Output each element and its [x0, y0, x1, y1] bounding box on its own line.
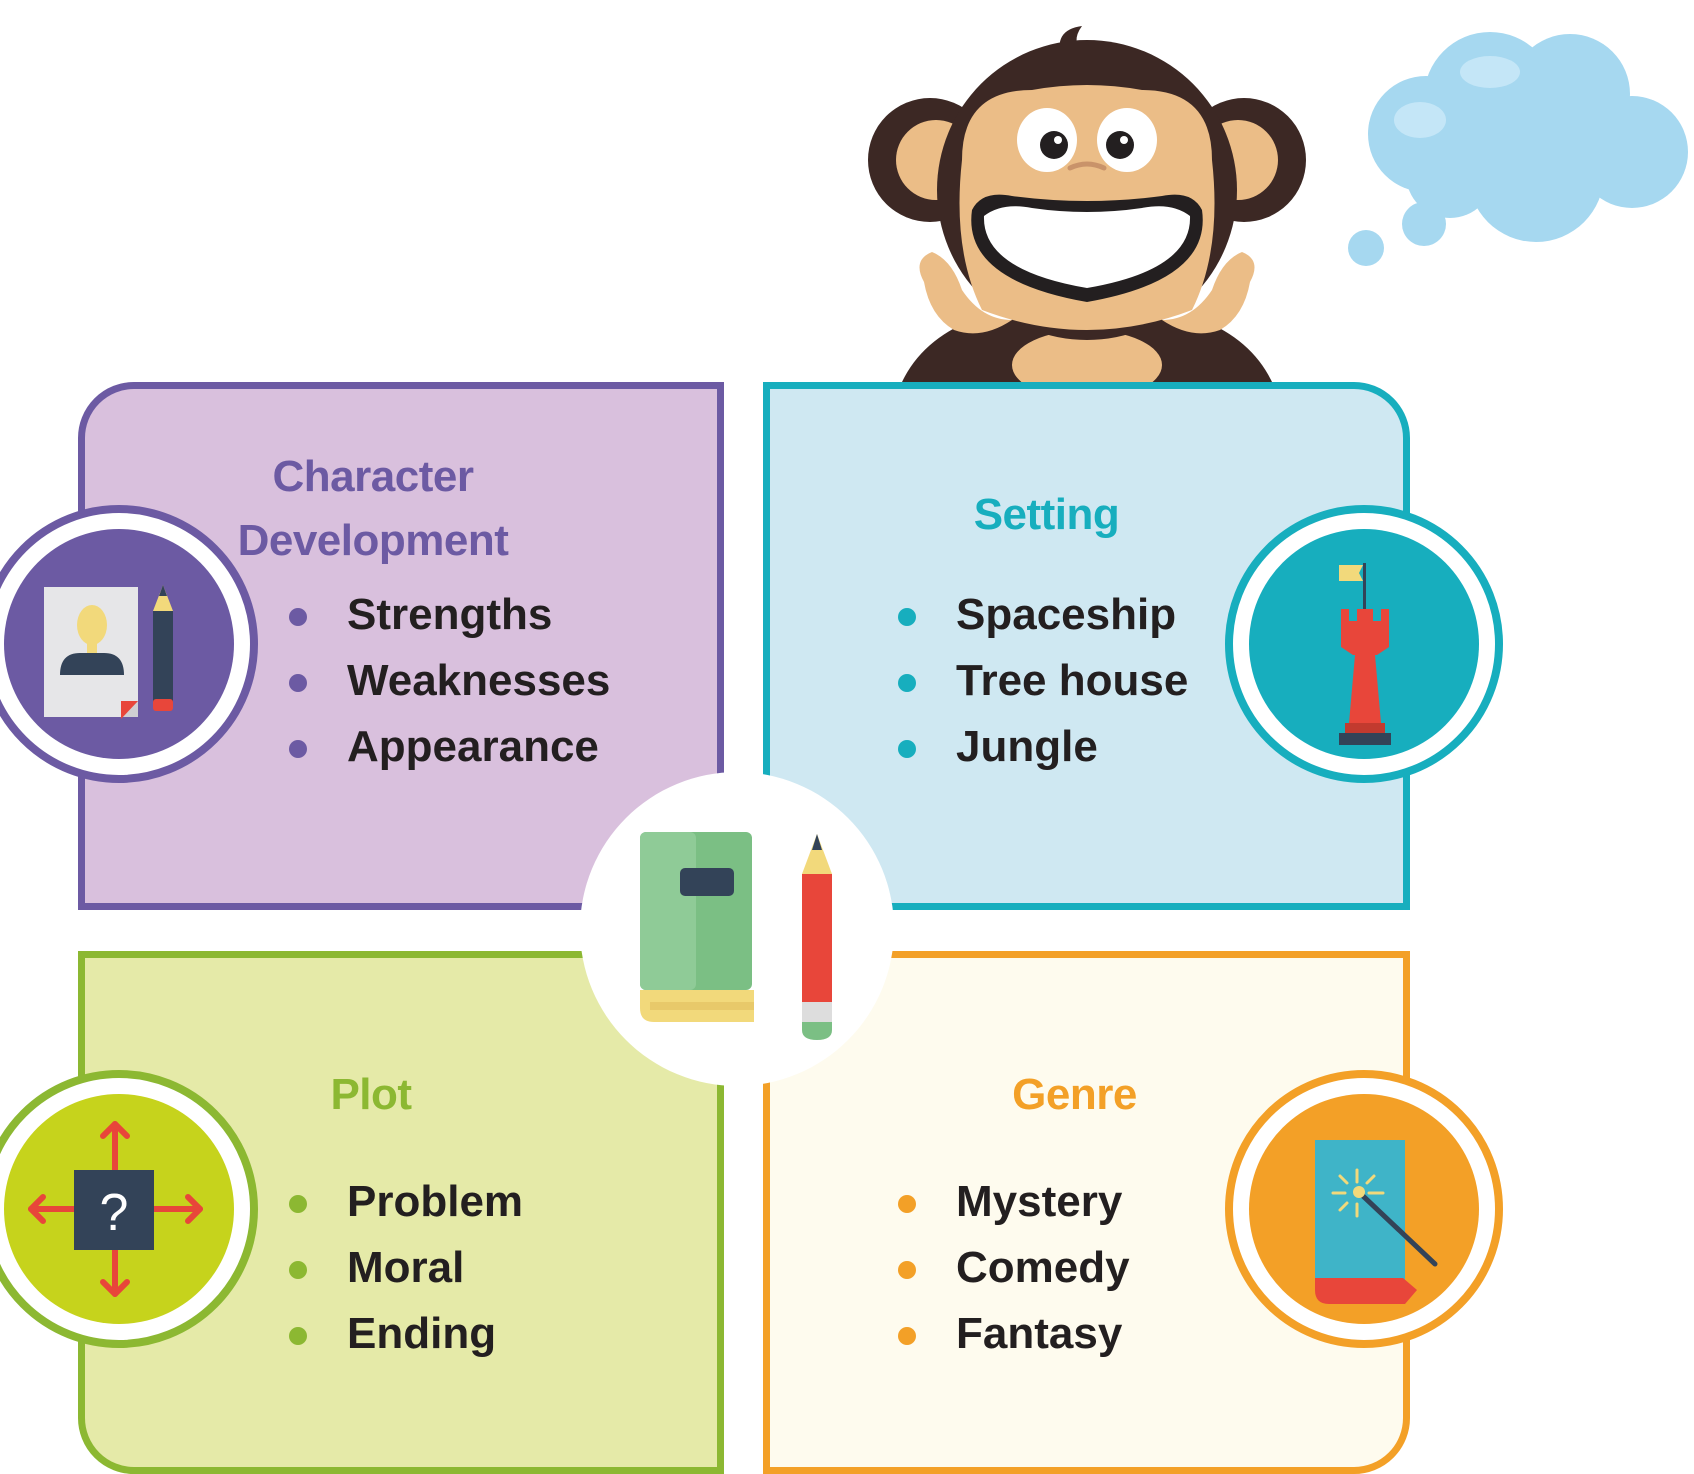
genre-title: Genre — [1012, 1070, 1137, 1119]
list-item: Tree house — [898, 648, 1188, 714]
title-line-2: Development — [237, 516, 509, 565]
genre-badge — [1225, 1070, 1503, 1348]
list-item: Ending — [289, 1301, 523, 1367]
list-item: Moral — [289, 1235, 523, 1301]
list-item: Spaceship — [898, 582, 1188, 648]
character-list: Strengths Weaknesses Appearance — [289, 582, 610, 780]
plot-badge: ? — [0, 1070, 258, 1348]
center-badge — [580, 772, 894, 1086]
list-item: Problem — [289, 1169, 523, 1235]
question-box-arrows-icon: ? — [28, 1121, 203, 1297]
title-line-1: Character — [272, 452, 474, 501]
portrait-and-pencil-icon — [44, 585, 173, 719]
setting-title: Setting — [973, 490, 1120, 539]
character-development-title: Character Development — [57, 445, 689, 573]
list-item: Comedy — [898, 1235, 1130, 1301]
thought-cloud-icon — [1348, 32, 1688, 266]
castle-tower-icon — [1339, 563, 1391, 745]
list-item: Mystery — [898, 1169, 1130, 1235]
character-development-quadrant: Character Development Strengths Weakness… — [78, 382, 724, 910]
plot-title: Plot — [330, 1070, 412, 1119]
character-badge — [0, 505, 258, 783]
list-item: Jungle — [898, 714, 1188, 780]
list-item: Fantasy — [898, 1301, 1130, 1367]
svg-text:?: ? — [100, 1184, 129, 1242]
setting-list: Spaceship Tree house Jungle — [898, 582, 1188, 780]
setting-badge — [1225, 505, 1503, 783]
list-item: Appearance — [289, 714, 610, 780]
genre-list: Mystery Comedy Fantasy — [898, 1169, 1130, 1367]
notebook-and-pencil-icon — [640, 832, 832, 1040]
magic-book-wand-icon — [1315, 1140, 1438, 1304]
plot-list: Problem Moral Ending — [289, 1169, 523, 1367]
list-item: Weaknesses — [289, 648, 610, 714]
monkey-mascot-icon — [868, 26, 1306, 382]
list-item: Strengths — [289, 582, 610, 648]
